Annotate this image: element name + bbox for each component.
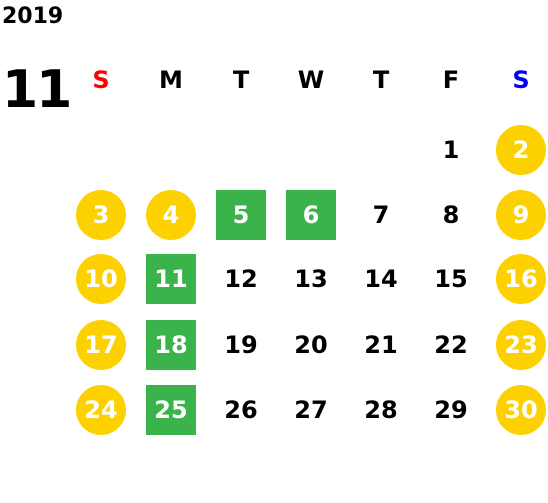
day-cell-7[interactable]: 7 <box>372 201 390 229</box>
day-cell-26[interactable]: 26 <box>224 396 258 424</box>
day-cell-24[interactable]: 24 <box>76 385 126 435</box>
day-cell-21[interactable]: 21 <box>364 331 398 359</box>
weekday-header-sat: S <box>512 66 530 94</box>
day-cell-15[interactable]: 15 <box>434 265 468 293</box>
weekday-header-tue: T <box>232 66 250 94</box>
day-cell-25[interactable]: 25 <box>146 385 196 435</box>
weekday-header-wed: W <box>297 66 325 94</box>
day-cell-6[interactable]: 6 <box>286 190 336 240</box>
weekday-header-fri: F <box>442 66 460 94</box>
weekday-header-sun: S <box>92 66 110 94</box>
day-cell-9[interactable]: 9 <box>496 190 546 240</box>
day-cell-18[interactable]: 18 <box>146 320 196 370</box>
day-cell-22[interactable]: 22 <box>434 331 468 359</box>
day-cell-11[interactable]: 11 <box>146 254 196 304</box>
day-cell-20[interactable]: 20 <box>294 331 328 359</box>
day-cell-27[interactable]: 27 <box>294 396 328 424</box>
day-cell-29[interactable]: 29 <box>434 396 468 424</box>
day-cell-13[interactable]: 13 <box>294 265 328 293</box>
weekday-header-mon: M <box>159 66 183 94</box>
day-cell-12[interactable]: 12 <box>224 265 258 293</box>
year-label: 2019 <box>2 4 64 29</box>
day-cell-8[interactable]: 8 <box>442 201 460 229</box>
day-cell-16[interactable]: 16 <box>496 254 546 304</box>
day-cell-5[interactable]: 5 <box>216 190 266 240</box>
day-cell-3[interactable]: 3 <box>76 190 126 240</box>
weekday-header-thu: T <box>372 66 390 94</box>
day-cell-10[interactable]: 10 <box>76 254 126 304</box>
day-cell-19[interactable]: 19 <box>224 331 258 359</box>
month-label: 11 <box>2 60 72 120</box>
day-cell-2[interactable]: 2 <box>496 125 546 175</box>
day-cell-28[interactable]: 28 <box>364 396 398 424</box>
day-cell-23[interactable]: 23 <box>496 320 546 370</box>
day-cell-14[interactable]: 14 <box>364 265 398 293</box>
day-cell-17[interactable]: 17 <box>76 320 126 370</box>
day-cell-1[interactable]: 1 <box>442 136 460 164</box>
day-cell-30[interactable]: 30 <box>496 385 546 435</box>
day-cell-4[interactable]: 4 <box>146 190 196 240</box>
